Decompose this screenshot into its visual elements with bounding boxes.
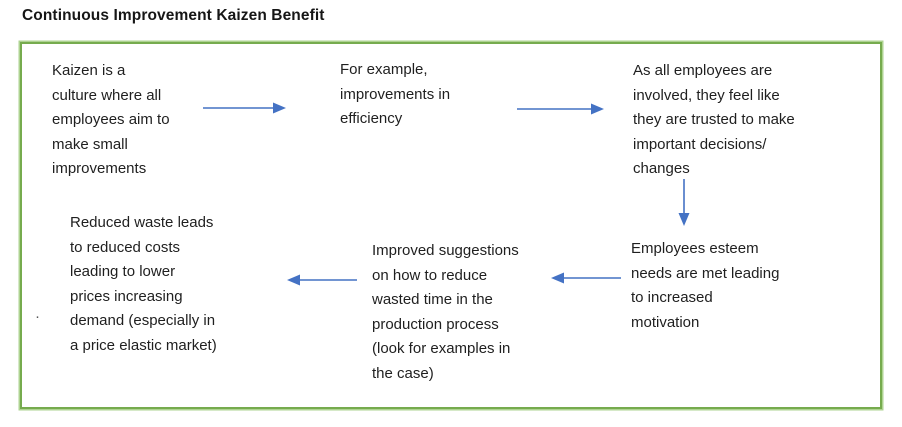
node-employees-trusted: As all employees are involved, they feel… bbox=[633, 62, 795, 177]
node-kaizen-culture: Kaizen is a culture where all employees … bbox=[52, 62, 170, 177]
node-example-efficiency: For example, improvements in efficiency bbox=[340, 61, 451, 127]
arrow-right-kaizen-to-example-icon bbox=[203, 102, 286, 114]
arrow-right-example-to-trusted-icon bbox=[517, 103, 604, 115]
arrow-left-suggestions-to-waste-icon bbox=[287, 274, 357, 286]
node-improved-suggestions: Improved suggestions on how to reduce wa… bbox=[372, 242, 519, 382]
node-reduced-waste-demand: Reduced waste leads to reduced costs lea… bbox=[70, 214, 217, 354]
diagram-border-box bbox=[20, 42, 882, 409]
bullet-dot: · bbox=[35, 308, 40, 325]
node-esteem-motivation: Employees esteem needs are met leading t… bbox=[631, 240, 780, 331]
arrow-down-trusted-to-esteem-icon bbox=[678, 179, 690, 226]
page-title: Continuous Improvement Kaizen Benefit bbox=[22, 7, 325, 24]
arrow-left-esteem-to-suggestions-icon bbox=[551, 272, 621, 284]
